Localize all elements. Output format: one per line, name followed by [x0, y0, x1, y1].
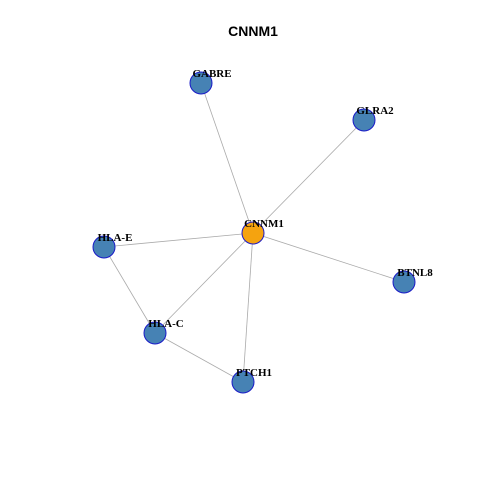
edge-hla-e-hla-c: [103, 246, 156, 334]
edge-cnnm1-hla-e: [103, 232, 254, 248]
node-cnnm1[interactable]: [241, 221, 265, 245]
edge-hla-c-ptch1: [154, 332, 244, 383]
edge-cnnm1-glra2: [252, 119, 365, 234]
node-btnl8[interactable]: [392, 270, 416, 294]
edge-cnnm1-btnl8: [252, 232, 405, 283]
node-label-gabre: GABRE: [192, 68, 231, 80]
edge-cnnm1-ptch1: [242, 232, 254, 383]
nodes-layer: [92, 71, 416, 394]
edges-layer: [103, 82, 405, 383]
node-label-hla-c: HLA-C: [148, 318, 184, 330]
node-hla-e[interactable]: [92, 235, 116, 259]
graph-title: CNNM1: [228, 23, 278, 39]
node-label-btnl8: BTNL8: [397, 267, 433, 279]
node-ptch1[interactable]: [231, 370, 255, 394]
node-label-cnnm1: CNNM1: [244, 218, 284, 230]
node-gabre[interactable]: [189, 71, 213, 95]
node-label-ptch1: PTCH1: [236, 367, 272, 379]
node-label-hla-e: HLA-E: [98, 232, 133, 244]
edge-cnnm1-gabre: [200, 82, 254, 234]
node-hla-c[interactable]: [143, 321, 167, 345]
node-label-glra2: GLRA2: [356, 105, 394, 117]
edge-cnnm1-hla-c: [154, 232, 254, 334]
node-glra2[interactable]: [352, 108, 376, 132]
